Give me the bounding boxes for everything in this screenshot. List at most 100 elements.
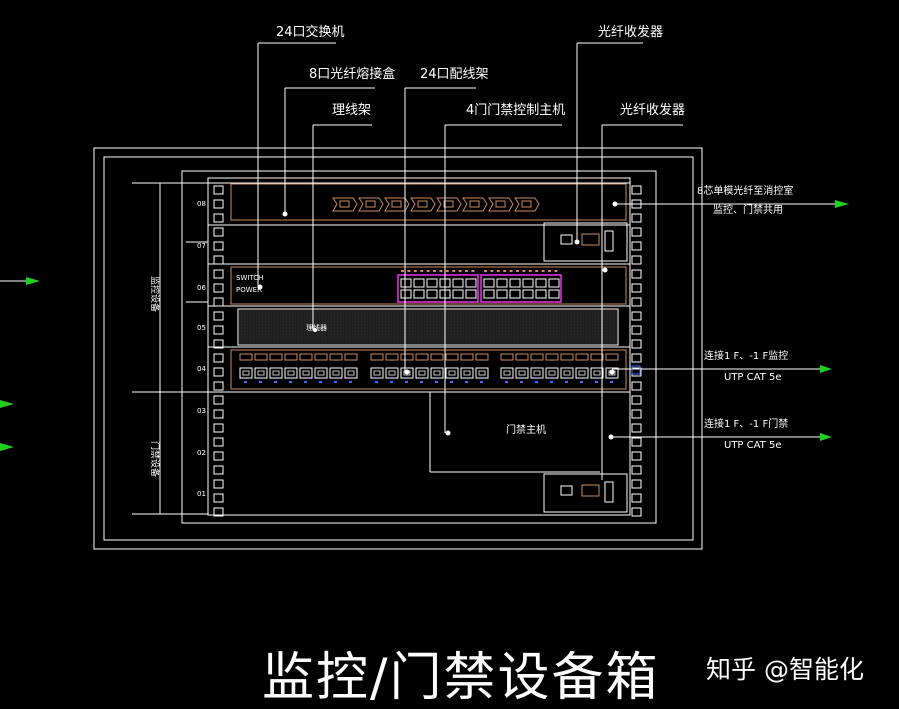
left-mounting-rail (213, 185, 224, 517)
splice-port (365, 200, 376, 208)
right-connections (611, 200, 849, 441)
side-dimension-lines (132, 182, 208, 515)
patch-label-tab (329, 353, 343, 361)
switch-led (516, 270, 519, 272)
rail-hole (631, 507, 642, 517)
patch-port-inner (287, 370, 295, 376)
cable-manager: 理线器 (237, 308, 619, 346)
patch-port-dot (535, 381, 538, 383)
patch-port (415, 367, 429, 379)
rail-hole (631, 185, 642, 195)
fiber-splice-box (230, 183, 627, 221)
patch-port (605, 367, 619, 379)
rail-hole (213, 283, 224, 293)
switch-port (400, 289, 412, 299)
rail-hole (631, 227, 642, 237)
rail-hole (213, 269, 224, 279)
patch-port-inner (347, 370, 355, 376)
rail-hole (631, 465, 642, 475)
patch-port (445, 367, 459, 379)
patch-port (460, 367, 474, 379)
patch-panel-24-label: 24口配线架 (420, 67, 489, 82)
cabinet-outline (93, 147, 703, 550)
patch-label-tab (575, 353, 589, 361)
unit-number: 01 (197, 490, 206, 498)
rail-hole (213, 409, 224, 419)
switch-led (535, 270, 539, 272)
switch-port (522, 278, 534, 288)
patch-port (430, 367, 444, 379)
patch-port-inner (272, 370, 280, 376)
splice-adaptor (514, 197, 540, 212)
switch-port (548, 289, 560, 299)
switch-led (452, 270, 456, 272)
switch-led (465, 270, 468, 272)
patch-label-tab (590, 353, 604, 361)
switch-port (465, 278, 477, 288)
switch-port (496, 289, 508, 299)
patch-port-dot (390, 381, 393, 383)
patch-port-inner (332, 370, 340, 376)
switch-port (426, 289, 438, 299)
switch-port (483, 278, 495, 288)
patch-port-dot (349, 381, 352, 383)
splice-adaptor (488, 197, 514, 212)
patch-port-inner (463, 370, 471, 376)
patch-port-inner (257, 370, 265, 376)
switch-port (400, 278, 412, 288)
patch-port-inner (578, 370, 586, 376)
splice-port (391, 200, 402, 208)
splice-adaptor (462, 197, 488, 212)
patch-label-tab (400, 353, 414, 361)
rail-hole (631, 493, 642, 503)
patch-label-tab (344, 353, 358, 361)
switch-led (458, 270, 462, 272)
rail-hole (213, 507, 224, 517)
patch-port (575, 367, 589, 379)
patch-port-inner (302, 370, 310, 376)
rail-hole (213, 479, 224, 489)
patch-port (254, 367, 268, 379)
rail-hole (213, 339, 224, 349)
patch-port-inner (478, 370, 486, 376)
conn-door-cable-label: UTP CAT 5e (724, 440, 782, 451)
unit-number: 05 (197, 324, 206, 332)
patch-label-tab (370, 353, 384, 361)
patch-panel-24-port (230, 349, 627, 390)
unit-number: 03 (197, 407, 206, 415)
rail-hole (631, 311, 642, 321)
patch-port-dot (580, 381, 583, 383)
rail-hole (213, 311, 224, 321)
patch-port-dot (435, 381, 438, 383)
rail-hole (631, 325, 642, 335)
rack-unit-dividers (208, 182, 630, 393)
monitoring-equipment-label: 监控设备 (149, 276, 161, 312)
patch-port-inner (242, 370, 250, 376)
patch-port (370, 367, 384, 379)
splice-adaptor (358, 197, 384, 212)
rail-hole (631, 437, 642, 447)
switch-led (496, 270, 500, 272)
patch-port-dot (595, 381, 598, 383)
switch-led (445, 270, 449, 272)
rail-hole (213, 325, 224, 335)
patch-port (329, 367, 343, 379)
fiber-box-8-label: 8口光纤熔接盒 (309, 66, 395, 82)
patch-port (545, 367, 559, 379)
rail-hole (213, 437, 224, 447)
patch-port-inner (317, 370, 325, 376)
patch-label-tab (430, 353, 444, 361)
leader-lines (257, 42, 683, 480)
rail-hole (631, 409, 642, 419)
splice-adaptor (410, 197, 436, 212)
switch-led (528, 270, 532, 272)
patch-port (530, 367, 544, 379)
patch-port (239, 367, 253, 379)
rail-hole (213, 255, 224, 265)
patch-port-dot (505, 381, 508, 383)
patch-label-tab (415, 353, 429, 361)
patch-port (515, 367, 529, 379)
rail-hole (213, 395, 224, 405)
switch-led (548, 270, 551, 272)
